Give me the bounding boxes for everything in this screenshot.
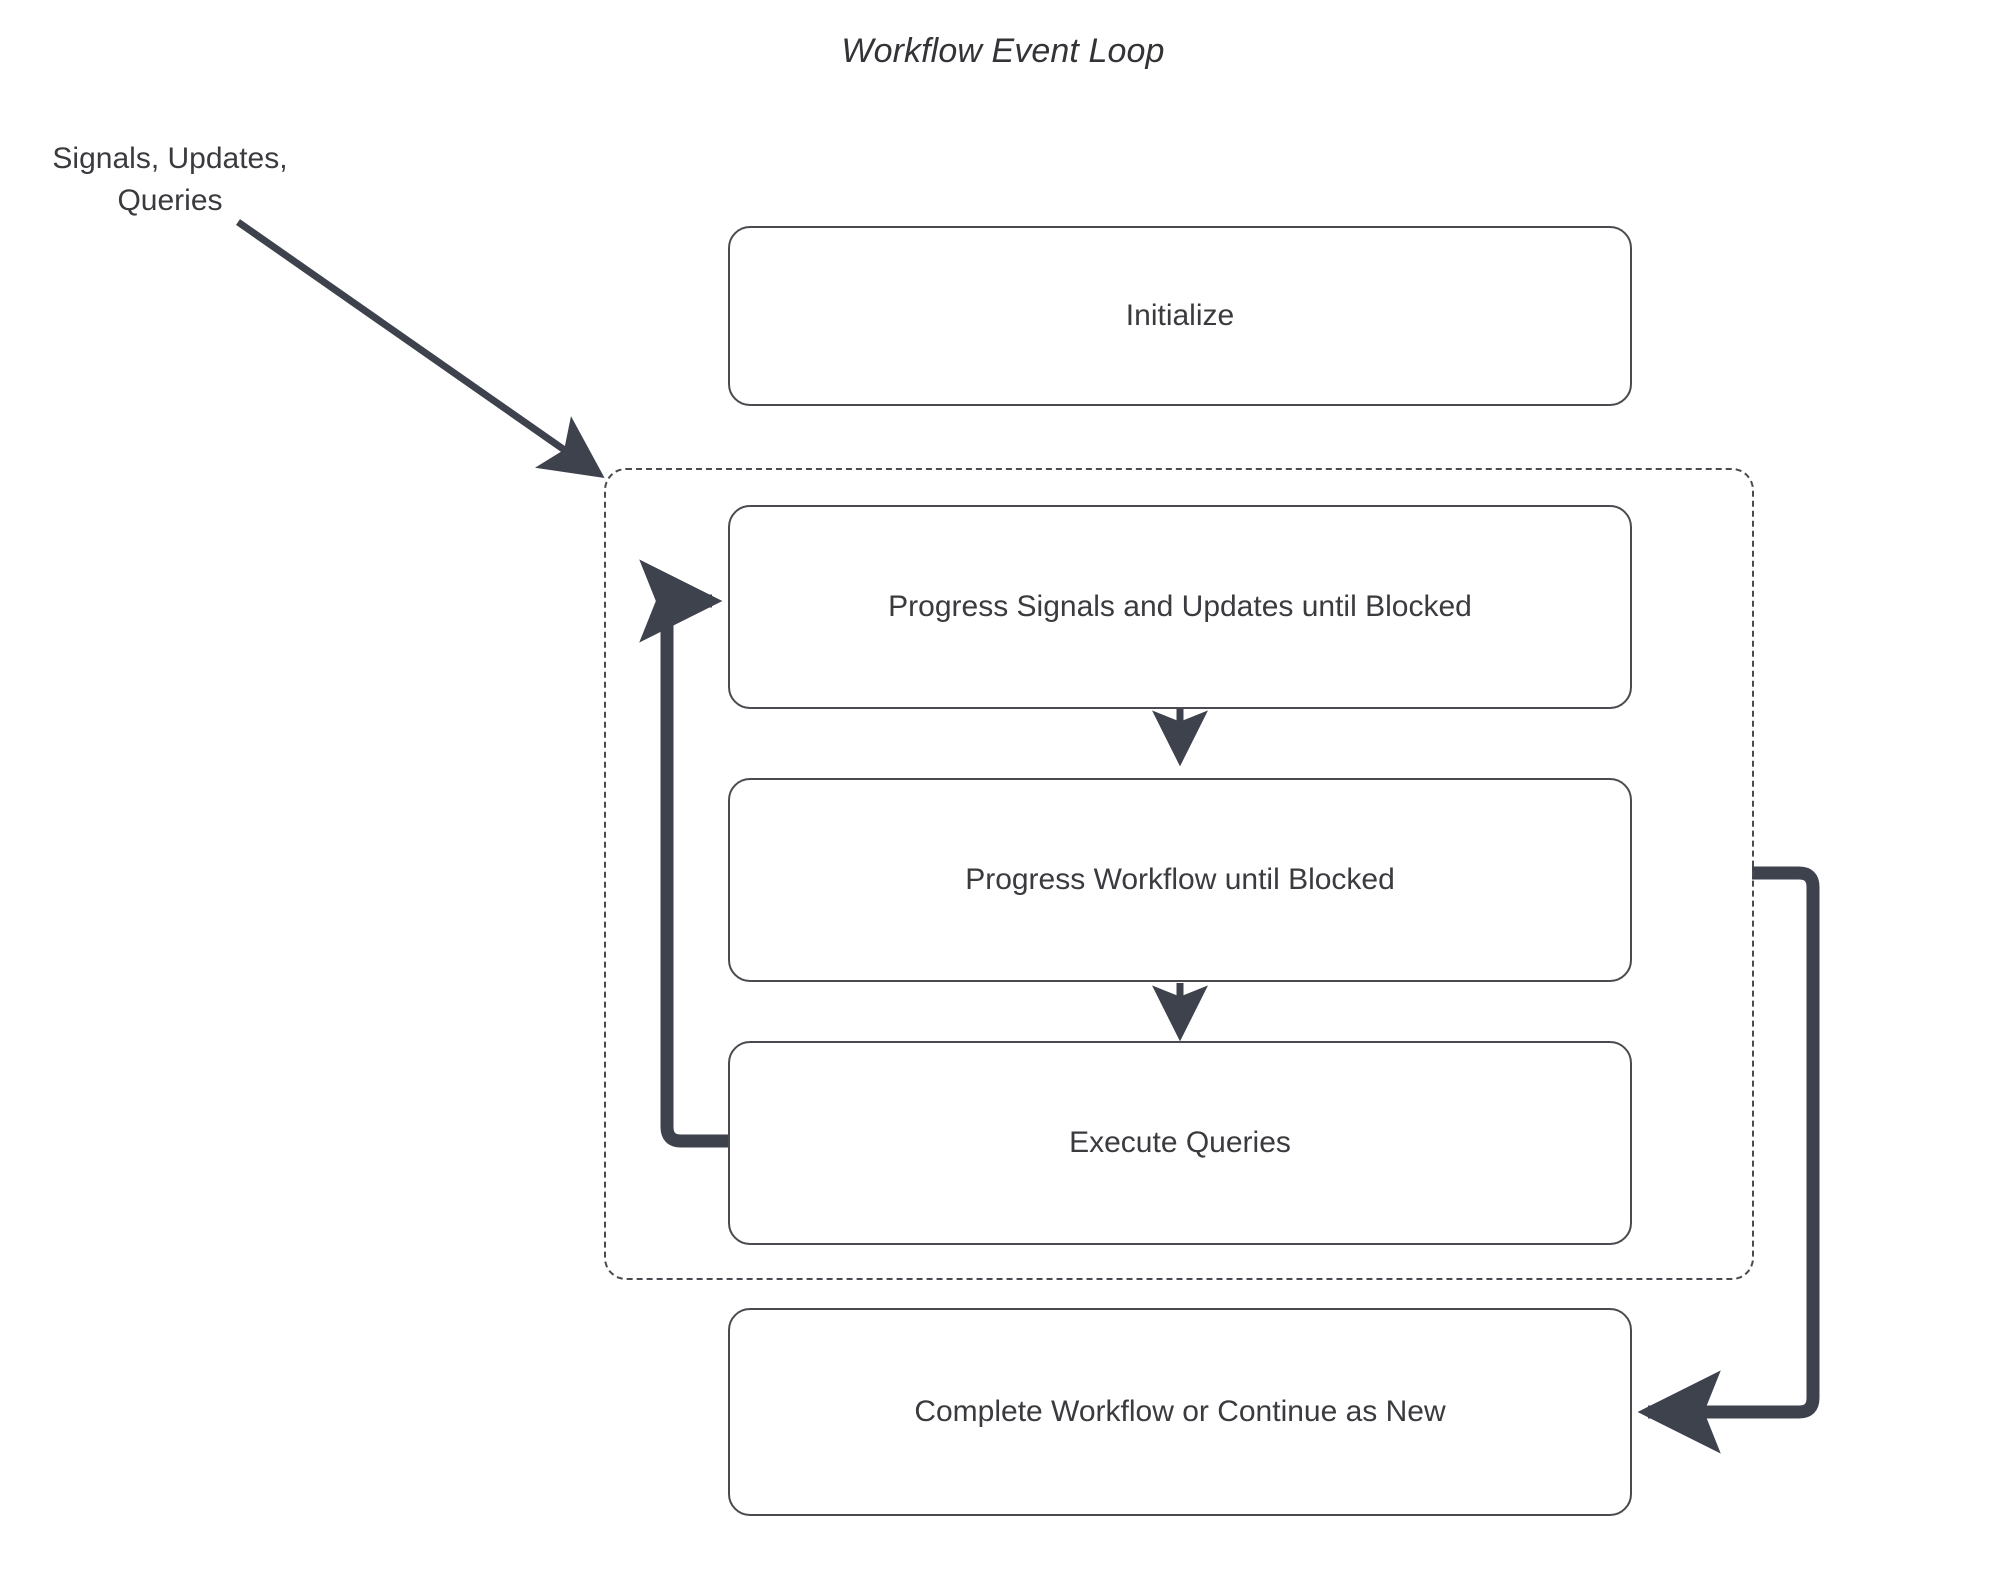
node-progress-workflow[interactable]: Progress Workflow until Blocked [728, 778, 1632, 982]
edge-external-to-loop [235, 219, 605, 479]
external-input-label: Signals, Updates, Queries [52, 142, 288, 217]
node-complete-workflow-label: Complete Workflow or Continue as New [914, 1395, 1446, 1428]
node-initialize-label: Initialize [1125, 299, 1235, 332]
page-title: Workflow Event Loop [841, 32, 1165, 70]
node-execute-queries-label: Execute Queries [1069, 1126, 1291, 1159]
node-initialize[interactable]: Initialize [728, 226, 1632, 406]
event-loop-group [604, 468, 1754, 1280]
edge-loop-to-complete [1637, 866, 1820, 1454]
edge-queries-loopback [639, 559, 729, 1148]
node-progress-workflow-label: Progress Workflow until Blocked [965, 863, 1395, 896]
node-progress-signals-label: Progress Signals and Updates until Block… [888, 590, 1472, 623]
node-execute-queries[interactable]: Execute Queries [728, 1041, 1632, 1245]
node-complete-workflow[interactable]: Complete Workflow or Continue as New [728, 1308, 1632, 1516]
node-progress-signals[interactable]: Progress Signals and Updates until Block… [728, 505, 1632, 709]
